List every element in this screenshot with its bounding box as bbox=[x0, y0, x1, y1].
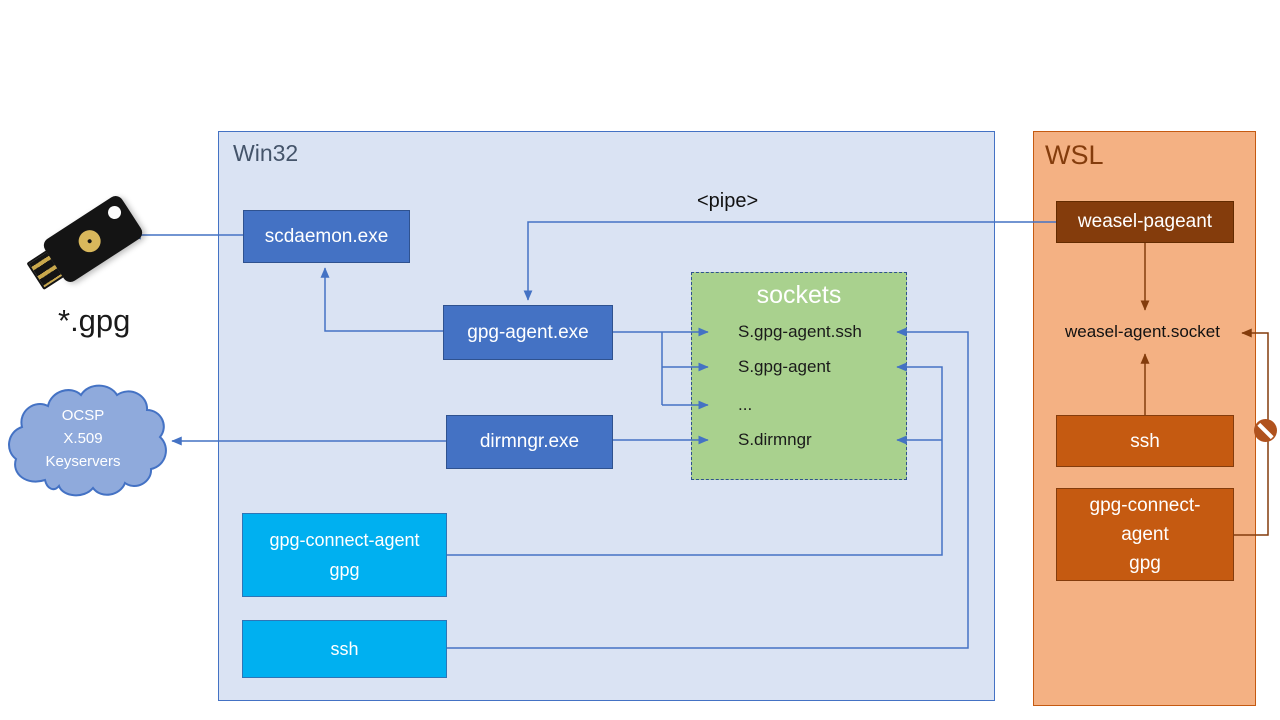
prohibition-icon bbox=[1254, 419, 1277, 442]
socket-item-gpg-agent: S.gpg-agent bbox=[738, 357, 831, 376]
cloud-line-x509: X.509 bbox=[63, 430, 103, 447]
socket-item-dirmngr: S.dirmngr bbox=[738, 430, 812, 449]
socket-item-ellipsis: ... bbox=[738, 395, 753, 414]
sockets-title: sockets bbox=[756, 281, 842, 309]
win32-ssh-label: ssh bbox=[330, 639, 359, 659]
wsl-ssh-node: ssh bbox=[1056, 415, 1234, 467]
socket-item-gpg-agent-ssh: S.gpg-agent.ssh bbox=[738, 322, 862, 341]
scdaemon-label: scdaemon.exe bbox=[264, 225, 389, 247]
gpg-files-label: *.gpg bbox=[58, 303, 131, 338]
keyservers-cloud-icon: OCSP X.509 Keyservers bbox=[3, 378, 171, 506]
gpg-agent-node: gpg-agent.exe bbox=[443, 305, 613, 360]
win32-ssh-node: ssh bbox=[242, 620, 447, 678]
weasel-agent-socket-label: weasel-agent.socket bbox=[1065, 322, 1220, 341]
win32-label: Win32 bbox=[233, 140, 299, 166]
wsl-gpg-connect-agent-node: gpg-connect- agent gpg bbox=[1056, 488, 1234, 581]
weasel-pageant-node: weasel-pageant bbox=[1056, 201, 1234, 243]
win32-gpg-label: gpg bbox=[329, 560, 360, 580]
yubikey-keyring-hole bbox=[105, 203, 124, 222]
pipe-label: <pipe> bbox=[697, 190, 759, 212]
wsl-gpg-label: gpg bbox=[1129, 553, 1161, 574]
wsl-ssh-label: ssh bbox=[1130, 430, 1160, 452]
yubikey-touch-disc bbox=[74, 225, 105, 257]
cloud-shape bbox=[8, 384, 167, 497]
win32-gpg-connect-agent-label: gpg-connect-agent bbox=[269, 530, 420, 550]
weasel-pageant-label: weasel-pageant bbox=[1077, 211, 1213, 232]
cloud-line-keyservers: Keyservers bbox=[45, 453, 121, 470]
yubikey-icon bbox=[25, 190, 146, 290]
cloud-text: OCSP X.509 Keyservers bbox=[3, 404, 163, 473]
sockets-container: sockets S.gpg-agent.ssh S.gpg-agent ... … bbox=[691, 272, 907, 480]
yubikey-usb-connector bbox=[26, 249, 65, 290]
yubikey-body bbox=[26, 192, 146, 290]
gpg-agent-label: gpg-agent.exe bbox=[467, 321, 589, 343]
wsl-gpg-connect-label: gpg-connect- bbox=[1089, 495, 1201, 516]
prohibition-slash bbox=[1257, 422, 1274, 439]
dirmngr-label: dirmngr.exe bbox=[479, 431, 580, 452]
wsl-label: WSL bbox=[1045, 140, 1104, 170]
win32-gpg-connect-agent-node: gpg-connect-agent gpg bbox=[242, 513, 447, 597]
dirmngr-node: dirmngr.exe bbox=[446, 415, 613, 469]
cloud-line-ocsp: OCSP bbox=[61, 407, 105, 424]
wsl-agent-label: agent bbox=[1121, 524, 1169, 545]
scdaemon-node: scdaemon.exe bbox=[243, 210, 410, 263]
